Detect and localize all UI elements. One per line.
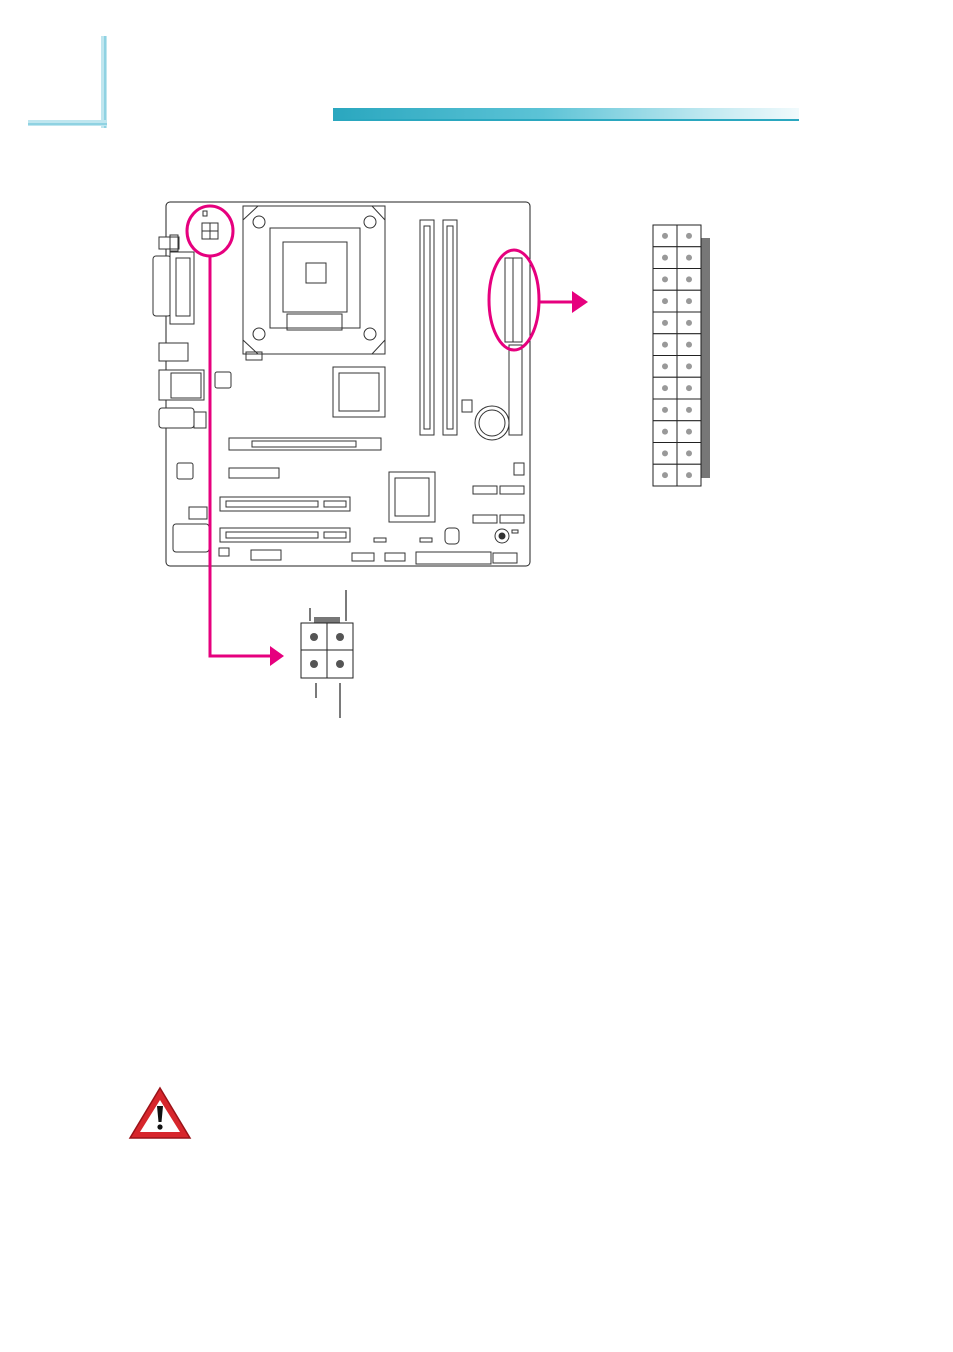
pin-dot-24pin <box>662 385 668 391</box>
header-gradient-bar-line <box>333 119 799 121</box>
pin-4pin-4 <box>336 660 344 668</box>
pin-dot-24pin <box>686 320 692 326</box>
pin-dot-24pin <box>686 298 692 304</box>
pin-dot-24pin <box>662 255 668 261</box>
connector-4pin-diagram <box>296 588 358 720</box>
pin-4pin-2 <box>336 633 344 641</box>
connector-24pin-diagram <box>648 222 712 490</box>
pin-dot-24pin <box>686 276 692 282</box>
pin-dot-24pin <box>686 472 692 478</box>
pin-dot-24pin <box>662 276 668 282</box>
pin-dot-24pin <box>662 450 668 456</box>
pin-dot-24pin <box>662 429 668 435</box>
pin-dot-24pin <box>686 255 692 261</box>
pin-dot-24pin <box>662 320 668 326</box>
pin-dot-24pin <box>662 298 668 304</box>
pin-dot-24pin <box>686 407 692 413</box>
pin-dot-24pin <box>686 385 692 391</box>
chapter-corner-vertical-line <box>104 36 106 128</box>
pin-dot-24pin <box>662 363 668 369</box>
arrow-to-4pin <box>270 646 284 666</box>
pin-dot-24pin <box>662 342 668 348</box>
motherboard-diagram <box>150 195 590 670</box>
pin-4pin-1 <box>310 633 318 641</box>
pin-dot-24pin <box>686 363 692 369</box>
chapter-corner-horizontal-line <box>28 123 107 125</box>
pin-dot-24pin <box>686 233 692 239</box>
pin-4pin-3 <box>310 660 318 668</box>
warning-triangle-icon <box>128 1086 192 1140</box>
pin-dot-24pin <box>686 342 692 348</box>
pin-dot-24pin <box>686 450 692 456</box>
arrow-to-24pin <box>572 291 588 313</box>
pin-dot-24pin <box>662 472 668 478</box>
pin-dot-24pin <box>686 429 692 435</box>
pin-dot-24pin <box>662 233 668 239</box>
pin-dot-24pin <box>662 407 668 413</box>
